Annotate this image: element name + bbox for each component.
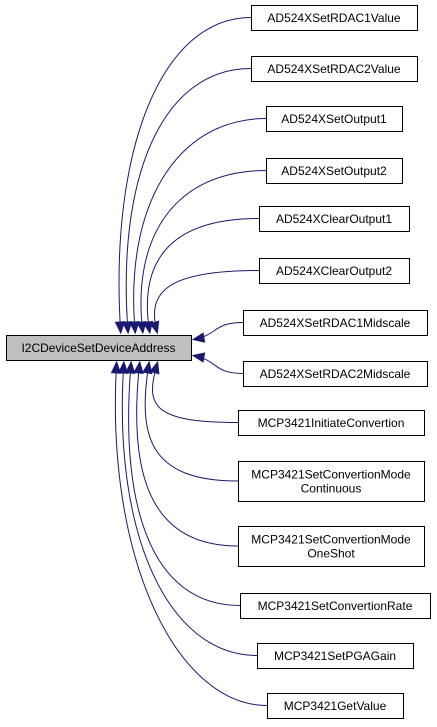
node-ad524x-set-output1-box <box>266 106 403 132</box>
edge-ad524x-set-output2-arrowhead <box>136 320 147 335</box>
node-ad524x-set-rdac2-midscale-box <box>243 361 428 387</box>
edge-ad524x-clear-output1 <box>146 218 260 334</box>
node-mcp3421-set-convertion-mode-oneshot-box <box>238 526 425 567</box>
edge-mcp3421-set-convertion-mode-oneshot-arrowhead <box>133 360 144 375</box>
edge-mcp3421-initiate-convertion-arrowhead <box>149 360 160 375</box>
node-mcp3421-initiate-convertion-box <box>238 410 425 436</box>
node-ad524x-clear-output1-box <box>259 206 410 232</box>
node-mcp3421-initiate-convertion-label: MCP3421InitiateConvertion <box>258 416 405 430</box>
node-ad524x-set-output1[interactable]: AD524XSetOutput1 <box>266 106 403 132</box>
node-mcp3421-set-convertion-mode-continuous-label-2: Continuous <box>301 481 362 495</box>
edge-mcp3421-set-convertion-mode-continuous-arrowhead <box>142 360 153 375</box>
edge-ad524x-set-rdac1-midscale-arrowhead <box>191 332 206 343</box>
node-ad524x-set-rdac1-midscale-box <box>243 310 428 336</box>
edge-mcp3421-set-convertion-rate <box>128 361 241 606</box>
node-ad524x-clear-output1-label: AD524XClearOutput1 <box>276 212 392 226</box>
node-ad524x-set-output1-label: AD524XSetOutput1 <box>281 112 387 126</box>
node-mcp3421-get-value[interactable]: MCP3421GetValue <box>267 693 404 719</box>
node-mcp3421-set-convertion-rate-label: MCP3421SetConvertionRate <box>258 599 413 613</box>
node-mcp3421-initiate-convertion[interactable]: MCP3421InitiateConvertion <box>238 410 425 436</box>
node-mcp3421-set-convertion-mode-continuous-label-1: MCP3421SetConvertionMode <box>251 467 411 481</box>
node-mcp3421-set-convertion-mode-continuous-box <box>238 461 425 502</box>
edge-mcp3421-set-convertion-mode-oneshot <box>136 361 239 547</box>
node-ad524x-set-rdac2-value-box <box>251 56 418 82</box>
node-mcp3421-get-value-box <box>267 693 404 719</box>
edge-ad524x-clear-output2-arrowhead <box>149 320 160 335</box>
edge-mcp3421-set-convertion-rate-arrowhead <box>124 360 136 374</box>
edge-mcp3421-get-value <box>114 361 268 706</box>
edge-mcp3421-initiate-convertion <box>152 361 239 423</box>
node-root-label: I2CDeviceSetDeviceAddress <box>21 341 175 355</box>
node-root-box <box>6 335 192 361</box>
edge-mcp3421-set-pga-gain-arrowhead <box>117 360 129 374</box>
node-ad524x-set-output2-box <box>266 158 403 184</box>
node-mcp3421-set-pga-gain[interactable]: MCP3421SetPGAGain <box>257 643 414 669</box>
node-ad524x-set-rdac1-value-label: AD524XSetRDAC1Value <box>267 11 401 25</box>
edge-ad524x-set-rdac1-value-arrowhead <box>114 321 126 335</box>
edge-ad524x-set-rdac1-value <box>118 17 252 334</box>
edge-mcp3421-get-value-arrowhead <box>110 360 122 374</box>
node-ad524x-set-rdac2-midscale[interactable]: AD524XSetRDAC2Midscale <box>243 361 428 387</box>
edge-mcp3421-set-pga-gain <box>121 361 258 656</box>
node-ad524x-set-rdac2-value-label: AD524XSetRDAC2Value <box>267 62 401 76</box>
node-mcp3421-set-pga-gain-box <box>257 643 414 669</box>
node-ad524x-set-rdac2-midscale-label: AD524XSetRDAC2Midscale <box>260 367 411 381</box>
node-mcp3421-set-convertion-rate[interactable]: MCP3421SetConvertionRate <box>240 593 431 619</box>
node-ad524x-set-rdac1-midscale[interactable]: AD524XSetRDAC1Midscale <box>243 310 428 336</box>
node-ad524x-set-output2-label: AD524XSetOutput2 <box>281 164 387 178</box>
edge-ad524x-set-rdac2-value-arrowhead <box>121 321 133 335</box>
call-edges <box>110 17 268 706</box>
edge-ad524x-set-output2 <box>140 170 267 334</box>
node-ad524x-set-output2[interactable]: AD524XSetOutput2 <box>266 158 403 184</box>
edge-mcp3421-set-convertion-mode-continuous <box>144 361 239 482</box>
call-nodes: I2CDeviceSetDeviceAddress AD524XSetRDAC1V… <box>6 5 431 719</box>
node-mcp3421-set-convertion-rate-box <box>240 593 431 619</box>
node-ad524x-set-rdac1-value-box <box>251 5 418 31</box>
edge-ad524x-set-output1-arrowhead <box>129 321 140 335</box>
node-ad524x-set-rdac1-value[interactable]: AD524XSetRDAC1Value <box>251 5 418 31</box>
edge-ad524x-clear-output2 <box>153 270 260 334</box>
node-ad524x-clear-output2-label: AD524XClearOutput2 <box>276 264 392 278</box>
edge-ad524x-set-output1 <box>133 118 267 334</box>
node-ad524x-clear-output2-box <box>259 258 410 284</box>
node-mcp3421-set-pga-gain-label: MCP3421SetPGAGain <box>274 649 396 663</box>
edge-ad524x-set-rdac2-midscale-arrowhead <box>191 352 206 363</box>
edge-ad524x-set-rdac2-value <box>125 68 252 334</box>
node-mcp3421-get-value-label: MCP3421GetValue <box>284 699 387 713</box>
node-ad524x-clear-output1[interactable]: AD524XClearOutput1 <box>259 206 410 232</box>
node-ad524x-set-rdac2-value[interactable]: AD524XSetRDAC2Value <box>251 56 418 82</box>
node-root[interactable]: I2CDeviceSetDeviceAddress <box>6 335 192 361</box>
node-ad524x-set-rdac1-midscale-label: AD524XSetRDAC1Midscale <box>260 316 411 330</box>
node-ad524x-clear-output2[interactable]: AD524XClearOutput2 <box>259 258 410 284</box>
node-mcp3421-set-convertion-mode-oneshot-label-2: OneShot <box>307 546 355 560</box>
node-mcp3421-set-convertion-mode-oneshot-label-1: MCP3421SetConvertionMode <box>251 532 411 546</box>
